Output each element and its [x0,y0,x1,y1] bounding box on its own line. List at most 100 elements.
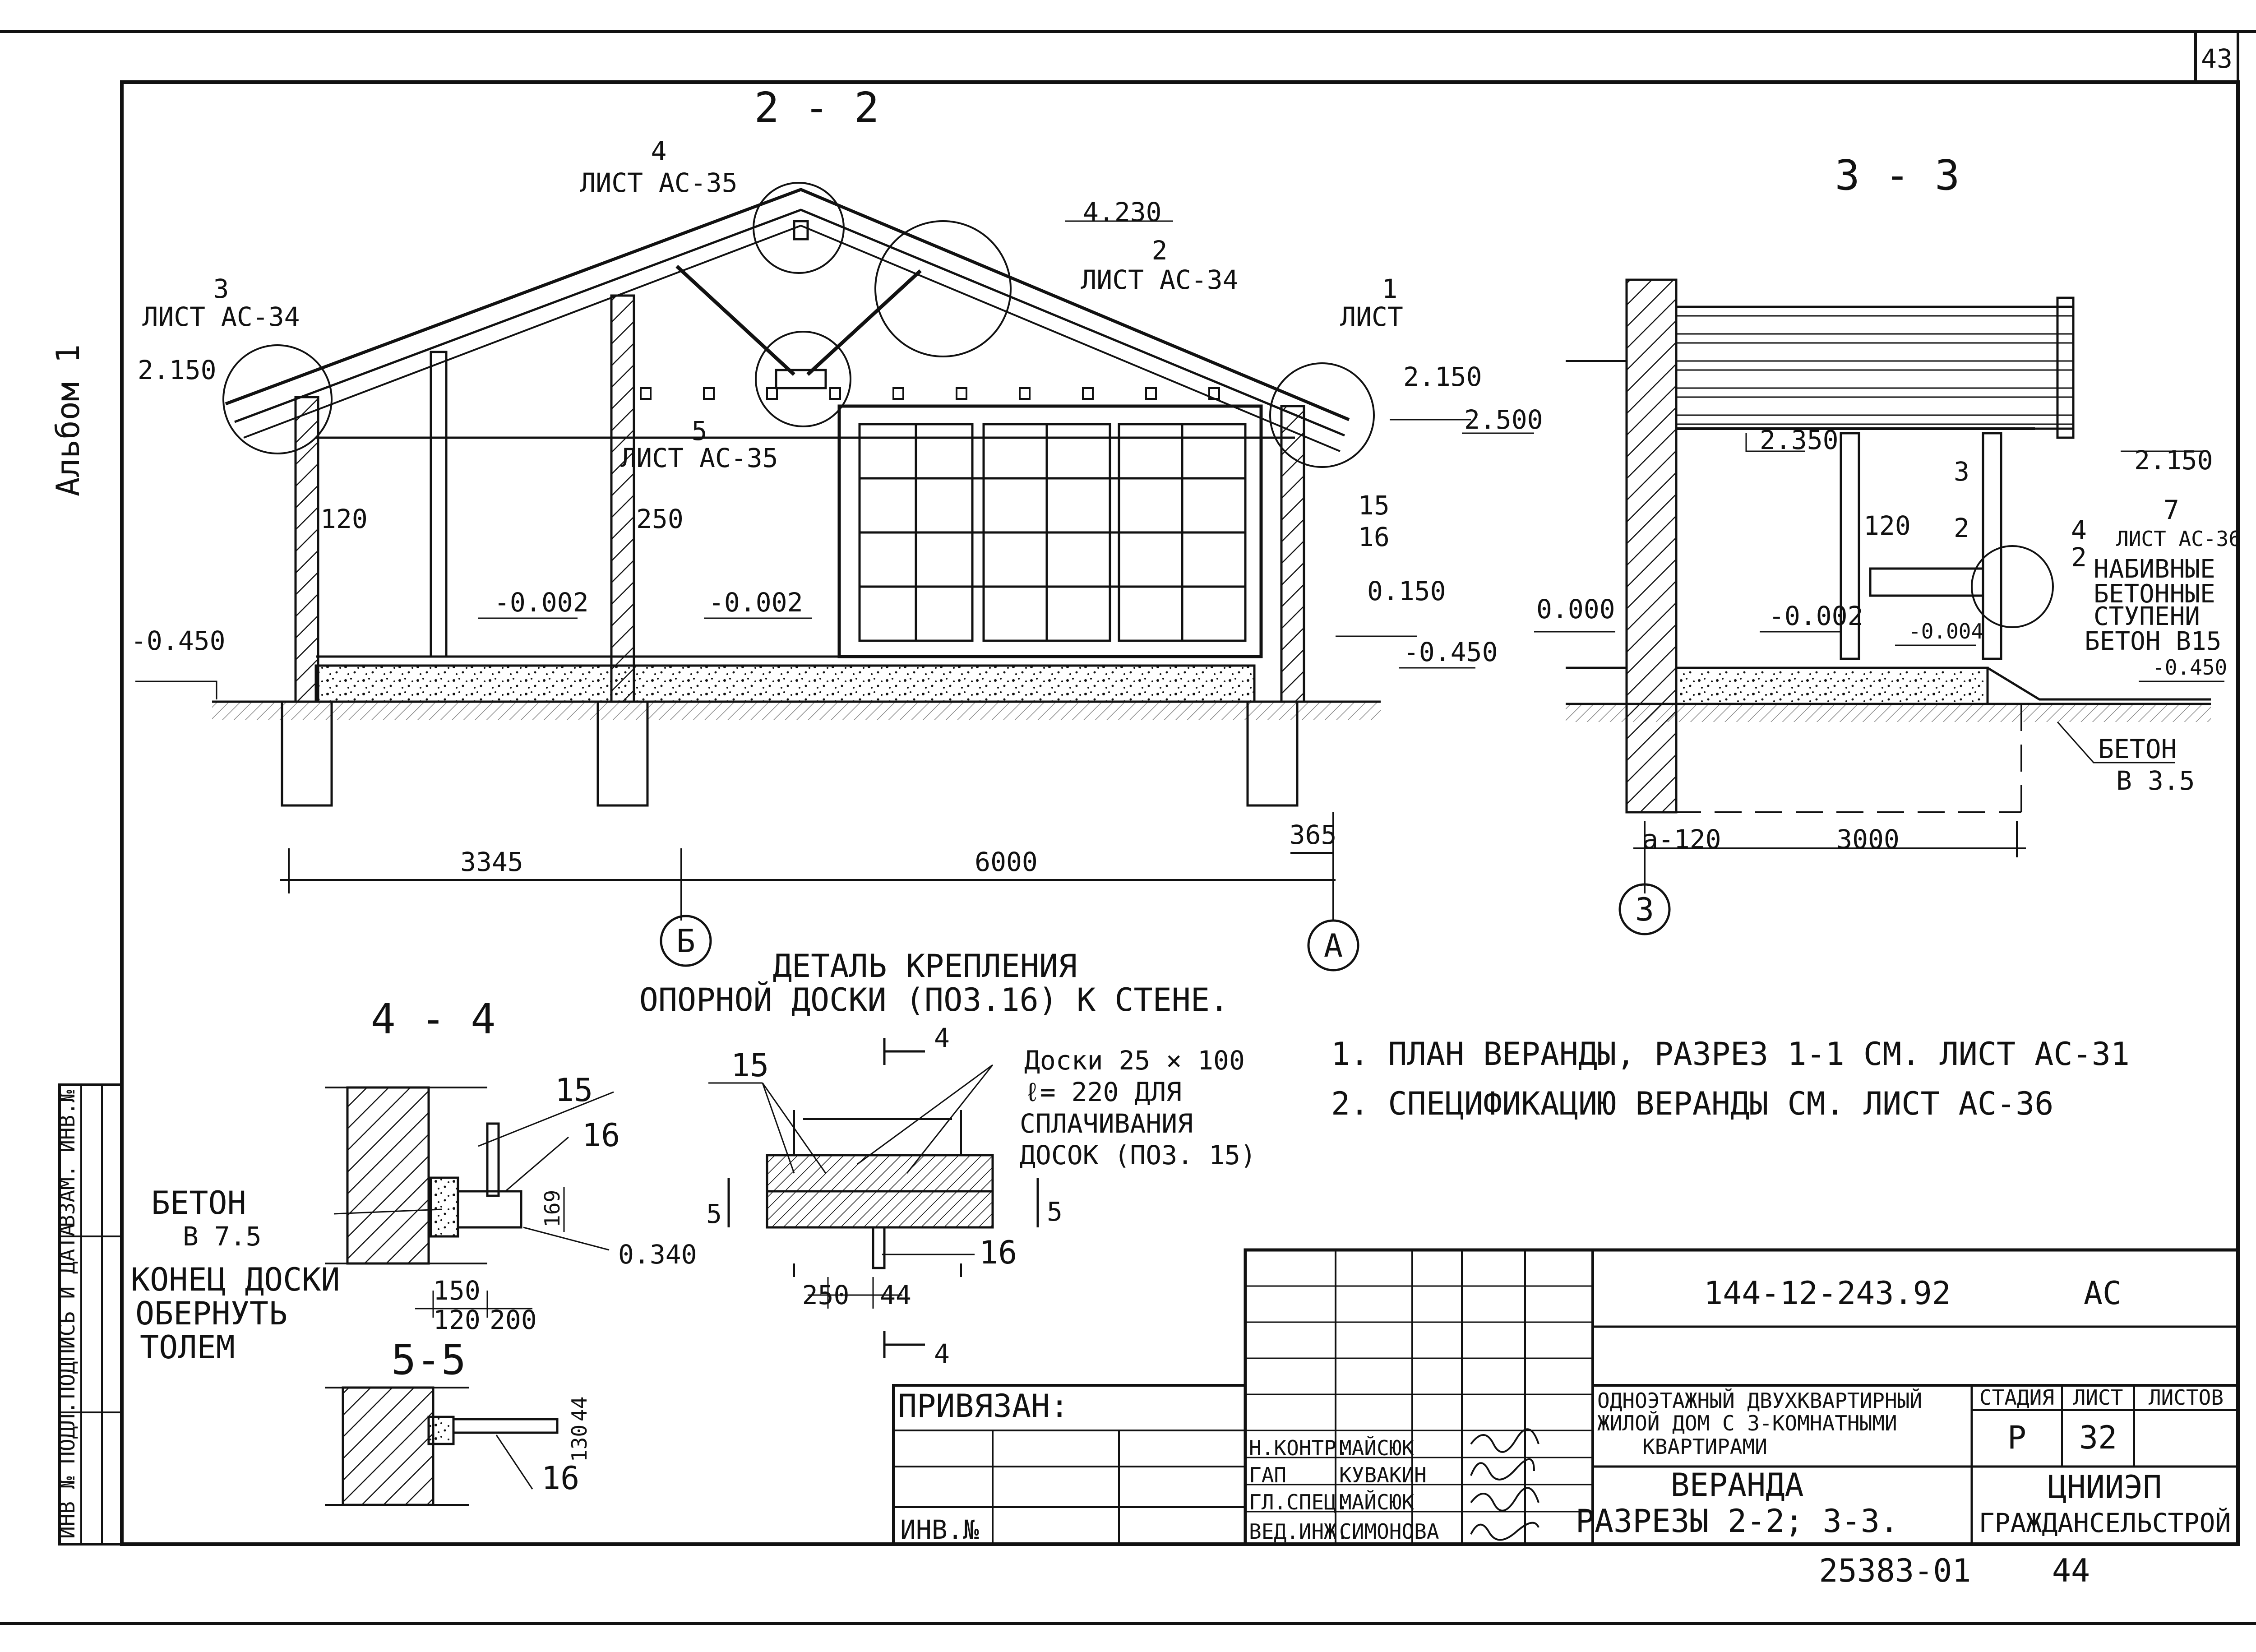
cut-4-bottom: 4 [934,1338,950,1369]
axis-b-label: Б [676,923,695,960]
level-4230: 4.230 [1083,197,1162,227]
boards-line-1: Доски 25 × 100 [1024,1045,1245,1076]
stamp-podpis: ПОДПИСЬ И ДАТА [55,1224,79,1399]
dim-130: 130 [567,1425,592,1462]
steps-line-4: БЕТОН В15 [2085,627,2221,656]
staff-name-4: СИМОНОВА [1339,1519,1439,1544]
section-3-3-drawing [1534,278,2224,893]
dim-120-33: 120 [1863,510,1911,541]
level-2150-left: 2.150 [138,355,217,385]
ref-ac36: ЛИСТ АС-36 [2116,527,2241,551]
stamp-vzam: ВЗАМ. ИНВ.№ [55,1090,79,1227]
detail-title-1: ДЕТАЛЬ КРЕПЛЕНИЯ [773,948,1077,985]
doc-code: 144-12-243.92 [1704,1275,1951,1312]
header-sheets: ЛИСТОВ [2149,1385,2224,1410]
callout-4-ref: ЛИСТ АС-35 [580,167,737,198]
header-stage: СТАДИЯ [1979,1385,2054,1410]
section-5-5-title: 5-5 [391,1336,466,1384]
marker-16-55: 16 [541,1460,579,1497]
privyazan-label: ПРИВЯЗАН: [898,1388,1069,1425]
detail-dim-44: 44 [880,1280,911,1310]
callout-5-ref: ЛИСТ АС-35 [620,443,778,473]
level-0000: 0.000 [1536,594,1615,625]
callout-1-ref: ЛИСТ [1340,301,1403,332]
callout-4-num: 4 [651,136,667,167]
note-1: 1. ПЛАН ВЕРАНДЫ, РАЗРЕЗ 1-1 СМ. ЛИСТ АС-… [1331,1036,2130,1073]
marker-2b: 2 [2071,542,2087,573]
level-450-right: -0.450 [1403,637,1498,667]
sheet-value: 32 [2079,1419,2117,1456]
detail-marker-16: 16 [979,1234,1017,1271]
axis-3-bubble [1618,883,1671,935]
detail-marker-15: 15 [731,1047,769,1084]
dim-6000: 6000 [975,847,1038,877]
note-2: 2. СПЕЦИФИКАЦИЮ ВЕРАНДЫ СМ. ЛИСТ АС-36 [1331,1085,2053,1122]
boards-line-4: ДОСОК (ПОЗ. 15) [1020,1140,1256,1171]
detail-title-2: ОПОРНОЙ ДОСКИ (ПОЗ.16) К СТЕНЕ. [639,981,1229,1018]
level-450-left: -0.450 [131,625,226,656]
level-150: 0.150 [1367,576,1446,606]
callout-1-num: 1 [1382,273,1398,304]
bottom-page: 44 [2052,1552,2090,1589]
stamp-inv-podl: ИНВ № ПОДЛ. [55,1401,79,1539]
staff-name-3: МАЙСЮК [1339,1490,1414,1514]
cut-5-left: 5 [706,1199,722,1229]
header-sheet: ЛИСТ [2073,1385,2123,1410]
axis-a-label: А [1324,927,1343,964]
marker-16: 16 [1358,522,1390,552]
concrete-label: БЕТОН [2098,734,2177,764]
bottom-code: 25383-01 [1819,1552,1971,1589]
axis-b-bubble [660,915,712,967]
marker-4: 4 [2071,515,2087,546]
callout-2-num: 2 [1152,235,1168,266]
level-0340: 0.340 [618,1239,697,1270]
axis-a-bubble [1307,919,1359,972]
level-002-left: -0.002 [494,587,589,618]
staff-role-1: Н.КОНТР. [1249,1436,1349,1460]
cut-5-right: 5 [1047,1196,1063,1227]
board-end-2: ОБЕРНУТЬ [135,1295,287,1332]
level-2350: 2.350 [1760,425,1839,455]
dim-3345: 3345 [460,847,523,877]
board-end-1: КОНЕЦ ДОСКИ [131,1261,340,1298]
dim-150: 150 [433,1275,481,1306]
section-4-4-drawing [325,1086,614,1318]
level-002-mid: -0.002 [708,587,803,618]
cut-4-top: 4 [934,1023,950,1053]
dim-120-44: 120 [433,1305,481,1335]
level-2500: 2.500 [1464,404,1543,435]
section-3-3-title: 3 - 3 [1835,151,1960,199]
dim-169: 169 [540,1190,564,1227]
callout-3-ref: ЛИСТ АС-34 [142,301,300,332]
section-2-2-title: 2 - 2 [754,83,879,132]
section-4-4-title: 4 - 4 [371,995,496,1043]
marker-2a: 2 [1954,513,1969,543]
staff-name-2: КУВАКИН [1339,1463,1427,1487]
project-line-3: КВАРТИРАМИ [1642,1435,1767,1459]
dim-200: 200 [490,1305,537,1335]
marker-3: 3 [1954,456,1969,487]
level-0004: -0.004 [1909,619,1983,643]
album-label: Альбом 1 [50,344,87,496]
concrete-class: В 3.5 [2116,765,2195,796]
marker-15: 15 [1358,490,1390,521]
level-2150-right: 2.150 [1403,361,1482,392]
steps-line-2: БЕТОННЫЕ [2094,579,2215,609]
level-0450-33: -0.450 [2152,655,2227,680]
dim-250: 250 [636,504,684,534]
staff-name-1: МАЙСЮК [1339,1436,1414,1460]
marker-15-44: 15 [555,1072,593,1109]
staff-role-4: ВЕД.ИНЖ. [1249,1519,1349,1544]
marker-16-44: 16 [582,1117,620,1154]
beton-75-class: В 7.5 [183,1221,262,1252]
section-2-2-drawing [135,182,1534,921]
project-line-1: ОДНОЭТАЖНЫЙ ДВУХКВАРТИРНЫЙ [1597,1388,1922,1413]
staff-role-2: ГАП [1249,1463,1286,1487]
staff-role-3: ГЛ.СПЕЦ. [1249,1490,1349,1514]
dim-44: 44 [567,1397,592,1421]
dim-120: 120 [320,504,368,534]
level-0002-33: -0.002 [1769,601,1863,631]
dim-365: 365 [1290,819,1337,850]
page-number: 43 [2201,43,2233,74]
